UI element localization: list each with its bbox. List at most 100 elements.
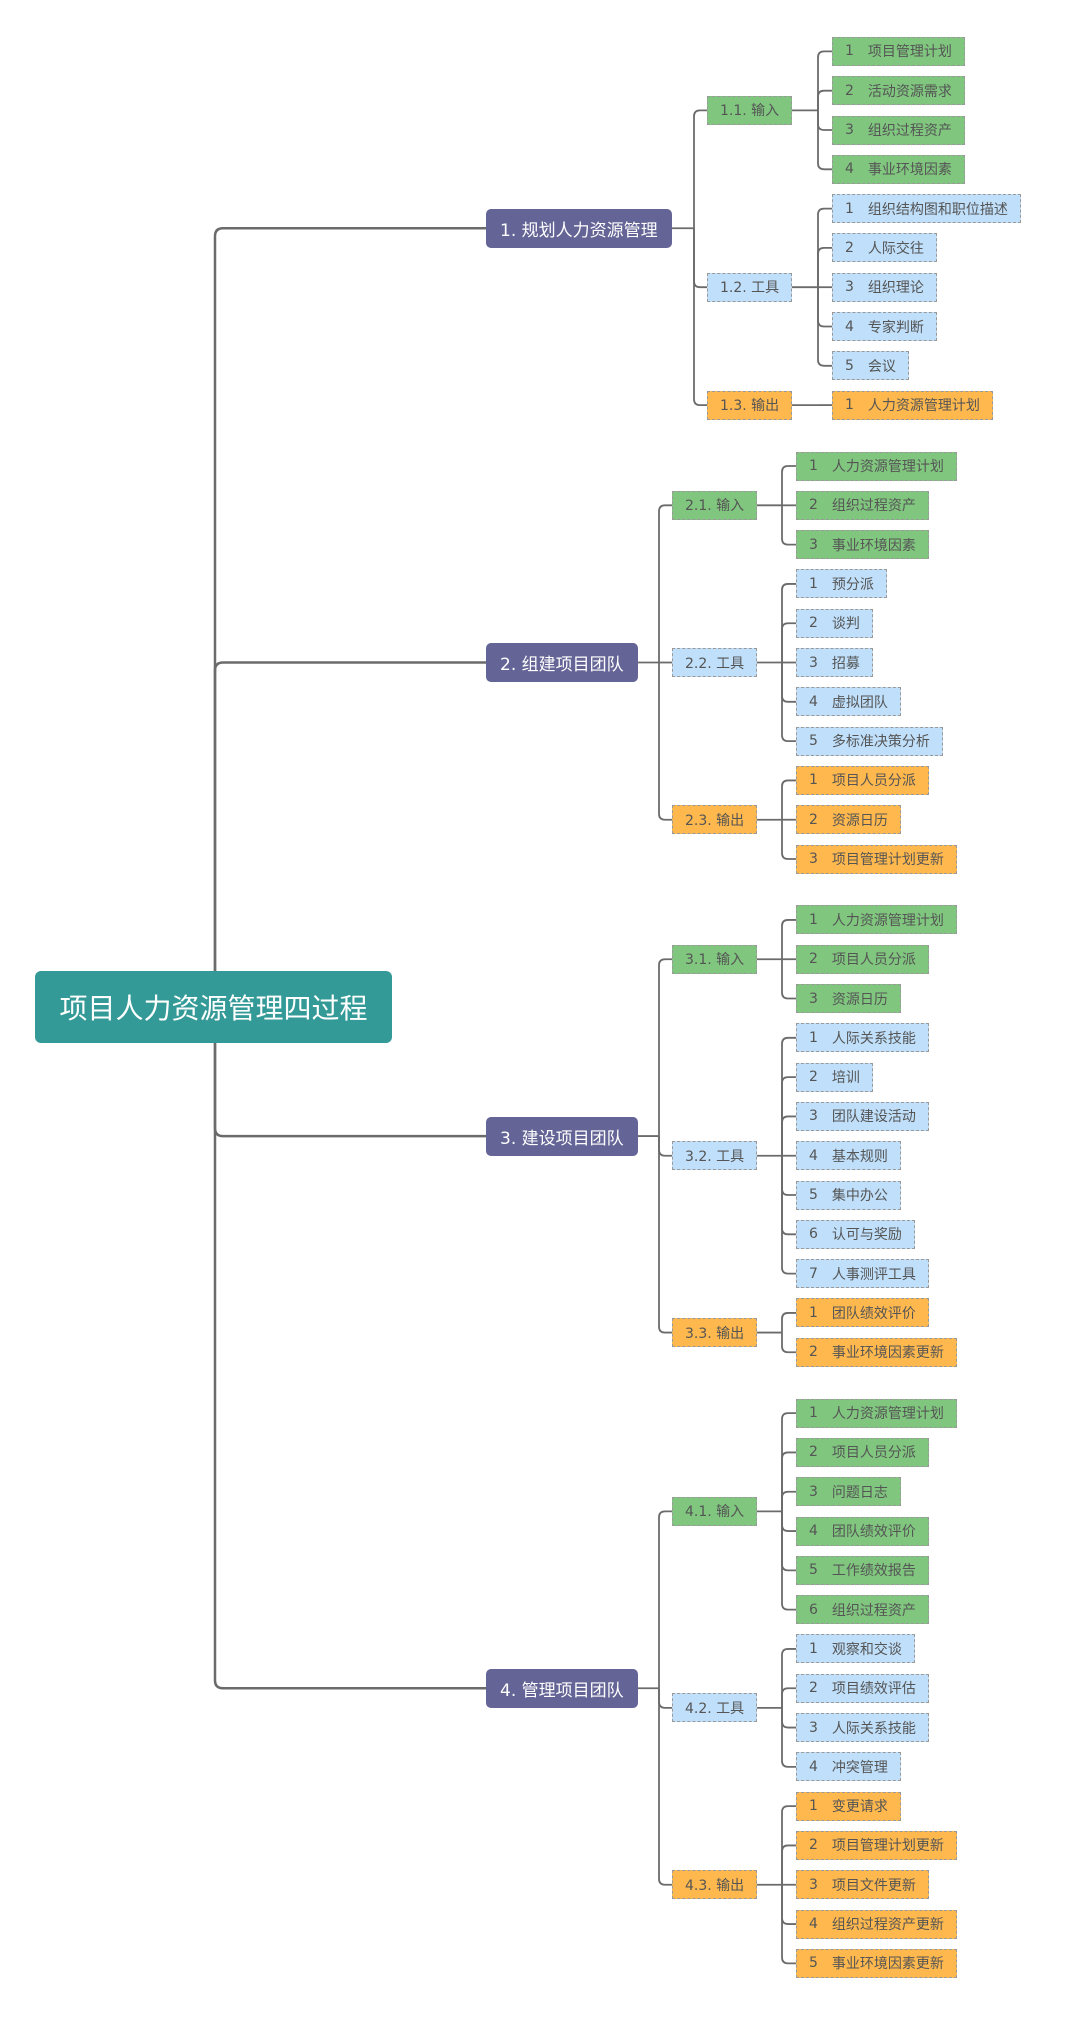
process-topic[interactable]: 3. 建设项目团队 [486,1116,638,1156]
leaf-label: 人力资源管理计划 [867,398,980,415]
leaf-label: 冲突管理 [831,1759,888,1776]
connector [658,1688,672,1709]
group-topic-tool[interactable]: 1.2. 工具 [707,272,793,302]
leaf-label: 观察和交谈 [831,1641,902,1658]
group-topic-output[interactable]: 3.3. 输出 [672,1318,758,1348]
leaf-number: 3 [809,1483,818,1500]
leaf-number: 2 [809,811,818,828]
group-topic-input[interactable]: 4.1. 输入 [672,1496,758,1526]
group-topic-tool[interactable]: 2.2. 工具 [672,648,758,677]
leaf-label: 虚拟团队 [831,694,888,711]
group-topic-tool[interactable]: 3.2. 工具 [672,1141,758,1171]
group-topic-output[interactable]: 1.3. 输出 [707,390,793,420]
group-topic-input[interactable]: 3.1. 输入 [672,944,758,974]
leaf-number: 5 [845,357,854,374]
leaf-label: 项目管理计划更新 [831,852,944,868]
connector [781,1076,796,1156]
leaf-topic[interactable]: 3 组织过程资产 [832,115,965,145]
leaf-label: 会议 [867,358,896,375]
process-topic[interactable]: 4. 管理项目团队 [486,1668,638,1708]
connector [781,1451,796,1512]
leaf-topic[interactable]: 5 会议 [832,351,909,381]
leaf-topic[interactable]: 2 资源日历 [796,805,901,835]
leaf-number: 3 [809,1719,818,1736]
leaf-number: 5 [809,1562,818,1579]
leaf-label: 培训 [831,1070,860,1087]
leaf-label: 事业环境因素更新 [831,1956,944,1973]
leaf-label: 项目管理计划 [867,44,952,61]
connector [781,662,796,743]
connector [213,1007,486,1690]
group-topic-tool[interactable]: 4.2. 工具 [672,1693,758,1723]
group-topic-output[interactable]: 2.3. 输出 [672,805,758,835]
group-topic-input[interactable]: 1.1. 输入 [707,95,793,125]
leaf-number: 1 [809,772,818,789]
connector [658,1510,672,1689]
connector [781,1805,796,1885]
leaf-number: 3 [845,122,854,138]
group-topic-input[interactable]: 2.1. 输入 [672,490,758,520]
connector [817,110,832,131]
process-topic[interactable]: 2. 组建项目团队 [486,643,638,682]
leaf-label: 项目文件更新 [831,1877,916,1894]
group-topic-output[interactable]: 4.3. 输出 [672,1870,758,1900]
root-topic[interactable]: 项目人力资源管理四过程 [35,971,392,1044]
leaf-label: 组织过程资产 [867,123,952,139]
leaf-label: 资源日历 [831,812,888,829]
process-topic[interactable]: 1. 规划人力资源管理 [486,208,672,248]
leaf-label: 事业环境因素 [867,162,952,179]
leaf-label: 人力资源管理计划 [831,1406,944,1423]
connector [781,1312,796,1333]
connector [781,505,796,546]
connector [781,1155,796,1275]
connector [781,1511,796,1572]
connector [781,1648,796,1708]
